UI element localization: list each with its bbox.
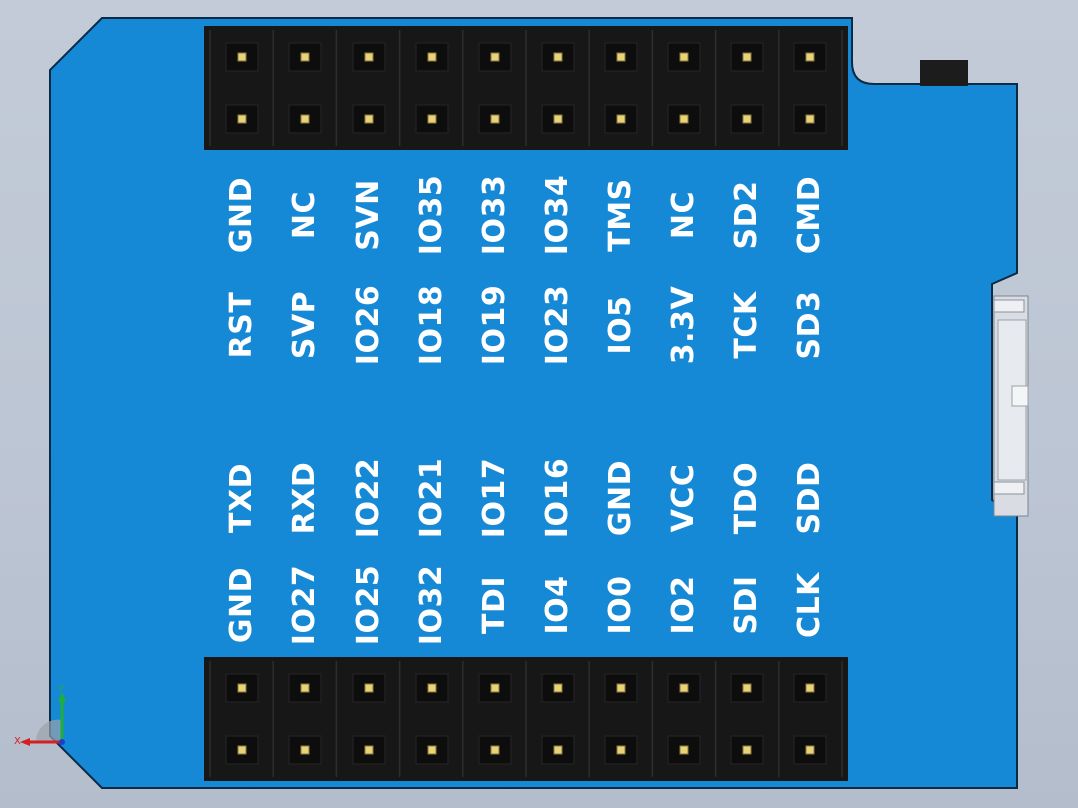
pin-label: IO16 xyxy=(540,457,575,539)
top-header-socket xyxy=(352,42,386,72)
pin-label: IO17 xyxy=(477,457,512,539)
pin-label: 3.3V xyxy=(666,285,701,365)
pin-label: IO19 xyxy=(477,284,512,366)
bottom-header-pin xyxy=(679,745,689,755)
pin-label: TMS xyxy=(603,178,638,252)
pin-label: IO27 xyxy=(287,564,322,646)
bottom-header-pin xyxy=(237,683,247,693)
pin-label: IO32 xyxy=(414,564,449,646)
pin-label: GND xyxy=(224,176,259,254)
bottom-header-pin xyxy=(490,745,500,755)
top-header-pin xyxy=(364,114,374,124)
pin-label: SDD xyxy=(792,461,827,535)
pin-label: IO33 xyxy=(477,174,512,256)
bottom-header-pin xyxy=(805,745,815,755)
pin-label: IO18 xyxy=(414,284,449,366)
y-axis-label: Y xyxy=(57,684,65,695)
usb-connector xyxy=(993,295,1029,517)
pin-label: SD3 xyxy=(792,290,827,360)
top-header-pin xyxy=(237,52,247,62)
pin-header-top xyxy=(204,26,848,150)
pin-label: SVN xyxy=(351,179,386,251)
pin-label: IO35 xyxy=(414,174,449,256)
pin-label: TCK xyxy=(729,291,764,359)
pin-label: IO34 xyxy=(540,174,575,256)
pin-label: IO25 xyxy=(351,564,386,646)
top-header-pin xyxy=(237,114,247,124)
top-header-socket xyxy=(478,104,512,134)
pin-label: NC xyxy=(287,190,322,240)
pin-label: RST xyxy=(224,291,259,359)
pin-label: IO5 xyxy=(603,295,638,355)
pin-label: IO23 xyxy=(540,284,575,366)
pin-label: RXD xyxy=(287,461,322,535)
pin-label: SDI xyxy=(729,575,764,635)
top-header-pin xyxy=(742,114,752,124)
top-header-pin xyxy=(490,52,500,62)
pin-label: SVP xyxy=(287,290,322,360)
pin-label: TDI xyxy=(477,575,512,635)
bottom-header-pin xyxy=(490,683,500,693)
pin-label: CLK xyxy=(792,572,827,638)
pin-label: IO4 xyxy=(540,575,575,635)
pin-label: CMD xyxy=(792,175,827,255)
bottom-header-pin xyxy=(742,745,752,755)
pin-label: TDO xyxy=(729,461,764,535)
bottom-header-pin xyxy=(237,745,247,755)
bottom-header-pin xyxy=(805,683,815,693)
top-header-pin xyxy=(616,52,626,62)
pin-label: IO2 xyxy=(666,575,701,635)
x-axis-label: X xyxy=(14,736,21,747)
top-header-pin xyxy=(490,114,500,124)
bottom-header-pin xyxy=(300,745,310,755)
pin-label: NC xyxy=(666,190,701,240)
button-component xyxy=(920,60,968,86)
top-header-pin xyxy=(427,52,437,62)
pin-header-bottom xyxy=(204,657,848,781)
pin-label: SD2 xyxy=(729,180,764,250)
pcb-board xyxy=(49,17,1018,789)
top-header-pin xyxy=(805,114,815,124)
bottom-header-pin xyxy=(553,745,563,755)
bottom-header-pin xyxy=(616,745,626,755)
bottom-header-pin xyxy=(553,683,563,693)
top-header-pin xyxy=(679,52,689,62)
bottom-header-pin xyxy=(300,683,310,693)
top-header-pin xyxy=(553,114,563,124)
pin-label: TXD xyxy=(224,463,259,533)
pin-label: GND xyxy=(224,566,259,644)
top-header-pin xyxy=(300,114,310,124)
top-header-pin xyxy=(616,114,626,124)
pin-label: IO21 xyxy=(414,457,449,539)
top-header-pin xyxy=(805,52,815,62)
top-header-pin xyxy=(553,52,563,62)
bottom-header-pin xyxy=(427,683,437,693)
top-header-pin xyxy=(742,52,752,62)
top-header-pin xyxy=(427,114,437,124)
pin-label: GND xyxy=(603,459,638,537)
top-header-pin xyxy=(679,114,689,124)
bottom-header-pin xyxy=(427,745,437,755)
bottom-header-pin xyxy=(742,683,752,693)
pin-label: IO22 xyxy=(351,457,386,539)
bottom-header-pin xyxy=(616,683,626,693)
top-header-pin xyxy=(300,52,310,62)
bottom-header-pin xyxy=(364,745,374,755)
bottom-header-pin xyxy=(364,683,374,693)
pin-label: IO26 xyxy=(351,284,386,366)
pin-label: IO0 xyxy=(603,575,638,635)
bottom-header-pin xyxy=(679,683,689,693)
pin-label: VCC xyxy=(666,463,701,533)
axis-triad: X Y xyxy=(14,684,66,747)
top-header-pin xyxy=(364,52,374,62)
